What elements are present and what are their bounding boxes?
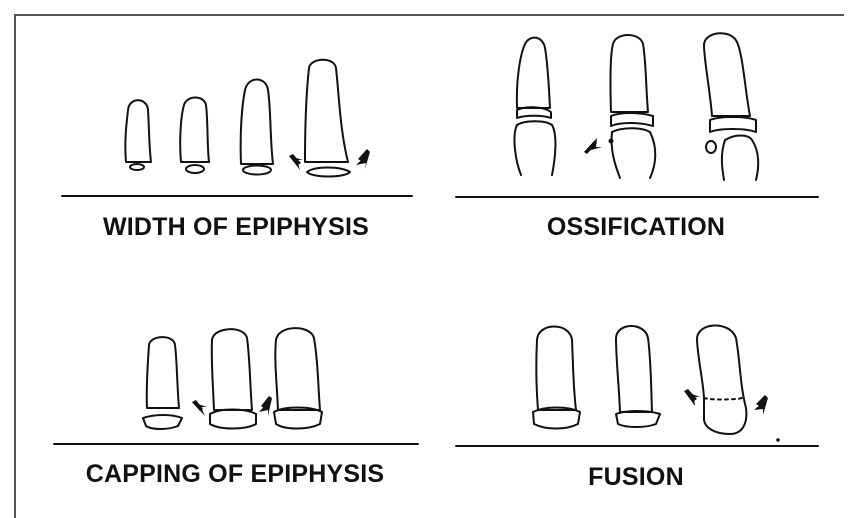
speck xyxy=(777,439,779,441)
caption-fusion: FUSION xyxy=(456,463,816,492)
capping-of-epiphysis-panel xyxy=(54,328,418,444)
phalanx-capping-stage-3 xyxy=(274,328,322,428)
arrow-icon xyxy=(684,389,700,406)
finger-stage-3 xyxy=(704,33,758,180)
phalanx-fusion-stage-3 xyxy=(697,325,746,434)
caption-width-of-epiphysis: WIDTH OF EPIPHYSIS xyxy=(62,213,410,242)
arrow-icon xyxy=(584,138,602,154)
phalanx-stage-3 xyxy=(241,80,273,175)
finger-stage-1 xyxy=(514,38,555,175)
caption-capping-of-epiphysis: CAPPING OF EPIPHYSIS xyxy=(54,460,416,489)
phalanx-stage-2 xyxy=(180,98,209,174)
width-of-epiphysis-panel xyxy=(62,60,412,196)
phalanx-capping-stage-1 xyxy=(143,337,182,429)
fusion-panel xyxy=(456,325,818,446)
phalanx-stage-4 xyxy=(305,60,350,177)
phalanx-fusion-stage-2 xyxy=(616,326,660,427)
arrow-icon xyxy=(356,149,370,169)
arrow-icon xyxy=(192,400,207,416)
arrow-icon xyxy=(754,395,768,415)
phalanx-capping-stage-2 xyxy=(210,329,256,428)
phalanx-stage-1 xyxy=(125,100,151,170)
finger-stage-2 xyxy=(610,35,656,178)
arrow-icon xyxy=(289,154,303,170)
phalanx-fusion-stage-1 xyxy=(533,327,580,429)
ossification-panel xyxy=(456,33,818,197)
arrow-icon xyxy=(259,396,272,416)
caption-ossification: OSSIFICATION xyxy=(456,213,816,242)
